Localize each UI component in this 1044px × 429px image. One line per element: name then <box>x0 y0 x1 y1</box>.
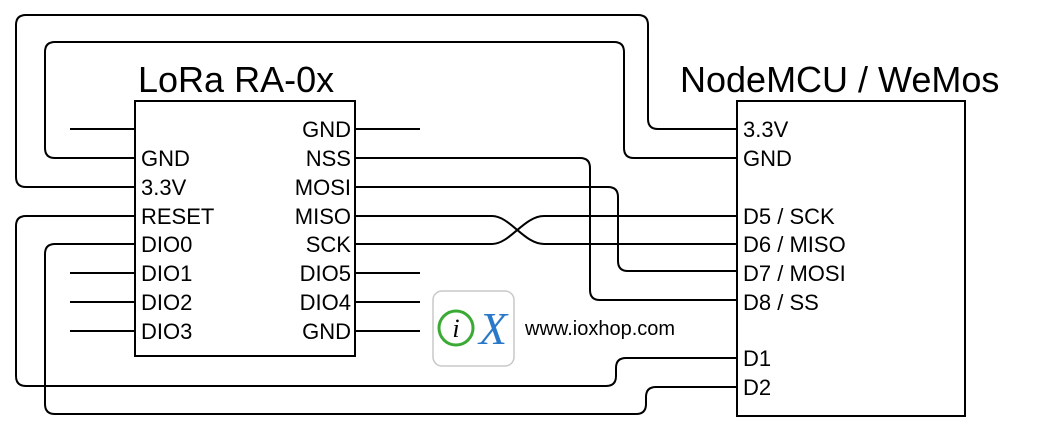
lora-pin-gnd-left: GND <box>141 146 190 171</box>
nodemcu-pin-d1: D1 <box>743 346 771 371</box>
nodemcu-pin-d7-mosi: D7 / MOSI <box>743 261 846 286</box>
nodemcu-pin-gnd: GND <box>743 146 792 171</box>
nodemcu-module-box <box>736 100 966 417</box>
wire-miso <box>355 215 737 245</box>
nodemcu-title: NodeMCU / WeMos <box>680 59 999 100</box>
wire-reset <box>15 215 737 387</box>
nodemcu-pin-d5-sck: D5 / SCK <box>743 204 835 229</box>
lora-pin-dio1: DIO1 <box>141 261 192 286</box>
website-url: www.ioxhop.com <box>524 318 675 340</box>
logo-letter-x: X <box>477 303 509 354</box>
lora-pin-dio0: DIO0 <box>141 232 192 257</box>
lora-pin-dio3: DIO3 <box>141 319 192 344</box>
lora-pin-reset: RESET <box>141 204 214 229</box>
lora-right-pins: GND NSS MOSI MISO SCK DIO5 DIO4 GND <box>295 117 352 344</box>
wire-mosi <box>355 186 737 272</box>
nodemcu-pin-d2: D2 <box>743 375 771 400</box>
lora-title: LoRa RA-0x <box>138 59 334 100</box>
ioxhop-logo: i X <box>432 290 515 367</box>
lora-left-pins: GND 3.3V RESET DIO0 DIO1 DIO2 DIO3 <box>141 146 214 344</box>
logo-i-circle <box>437 309 475 347</box>
lora-module-box <box>134 100 356 357</box>
wire-nss <box>355 157 737 301</box>
lora-pin-dio2: DIO2 <box>141 290 192 315</box>
lora-pin-gnd-bottom: GND <box>302 319 351 344</box>
wire-gnd <box>44 41 737 159</box>
wire-dio0 <box>44 243 737 415</box>
lora-pin-dio5: DIO5 <box>300 261 351 286</box>
lora-pin-3v3: 3.3V <box>141 175 187 200</box>
nodemcu-pin-d8-ss: D8 / SS <box>743 290 819 315</box>
lora-pin-sck: SCK <box>306 232 352 257</box>
nodemcu-pin-d6-miso: D6 / MISO <box>743 232 846 257</box>
unconnected-stubs <box>70 128 420 332</box>
lora-pin-gnd-top: GND <box>302 117 351 142</box>
nodemcu-pin-3v3: 3.3V <box>743 117 789 142</box>
lora-pin-nss: NSS <box>306 146 351 171</box>
wire-3v3 <box>15 14 737 188</box>
wire-sck <box>355 215 737 245</box>
logo-letter-i: i <box>452 314 459 343</box>
lora-pin-dio4: DIO4 <box>300 290 351 315</box>
lora-pin-mosi: MOSI <box>295 175 351 200</box>
nodemcu-pins: 3.3V GND D5 / SCK D6 / MISO D7 / MOSI D8… <box>743 117 846 400</box>
lora-pin-miso: MISO <box>295 204 351 229</box>
